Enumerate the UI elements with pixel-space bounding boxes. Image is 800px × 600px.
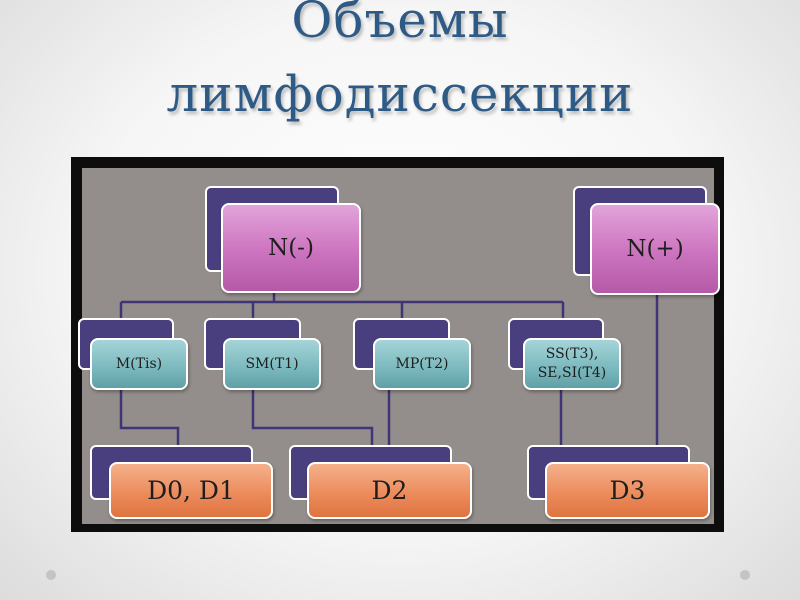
d0-d1-label: D0, D1 (147, 476, 235, 505)
connector-m-tis-to-d0 (119, 389, 180, 446)
d0-d1-box: D0, D1 (109, 462, 273, 519)
ss-t3-label-line-2: SE,SI(T4) (537, 365, 607, 381)
title-line-2: лимфодиссекции (166, 65, 634, 123)
corner-dot-right (740, 570, 750, 580)
sm-t1-box: SM(T1) (223, 338, 321, 390)
sm-t1-label: SM(T1) (245, 355, 299, 372)
m-tis-label: M(Tis) (115, 355, 163, 372)
d2-label: D2 (371, 476, 408, 505)
d3-box: D3 (545, 462, 710, 519)
m-tis-box: M(Tis) (90, 338, 188, 390)
ss-t3-box: SS(T3), SE,SI(T4) (523, 338, 621, 390)
mp-t2-box: MP(T2) (373, 338, 471, 390)
n-minus-box: N(-) (221, 203, 361, 293)
n-plus-label: N(+) (626, 236, 684, 262)
title-line-1: Объемы (291, 0, 509, 49)
n-plus-box: N(+) (590, 203, 720, 295)
d2-box: D2 (307, 462, 472, 519)
connector-sm-t1-to-d2 (251, 389, 374, 446)
ss-t3-label-line-1: SS(T3), (545, 346, 599, 362)
n-minus-label: N(-) (268, 235, 314, 261)
mp-t2-label: MP(T2) (395, 355, 449, 372)
d3-label: D3 (609, 476, 646, 505)
slide-title: Объемы лимфодиссекции (0, 0, 800, 130)
corner-dot-left (46, 570, 56, 580)
